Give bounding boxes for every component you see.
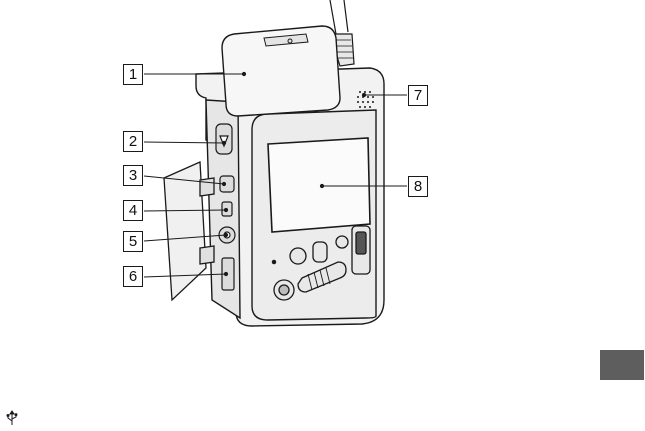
callout-2: 2 <box>123 131 143 152</box>
section-tab-marker <box>600 350 644 380</box>
lcd-screen <box>268 138 370 232</box>
usb-icon <box>6 410 18 426</box>
callout-6: 6 <box>123 266 143 287</box>
callout-7: 7 <box>408 85 428 106</box>
battery <box>222 26 340 116</box>
callout-1: 1 <box>123 64 143 85</box>
callout-4: 4 <box>123 200 143 221</box>
callout-8: 8 <box>408 176 428 197</box>
callout-5: 5 <box>123 231 143 252</box>
callout-3: 3 <box>123 165 143 186</box>
